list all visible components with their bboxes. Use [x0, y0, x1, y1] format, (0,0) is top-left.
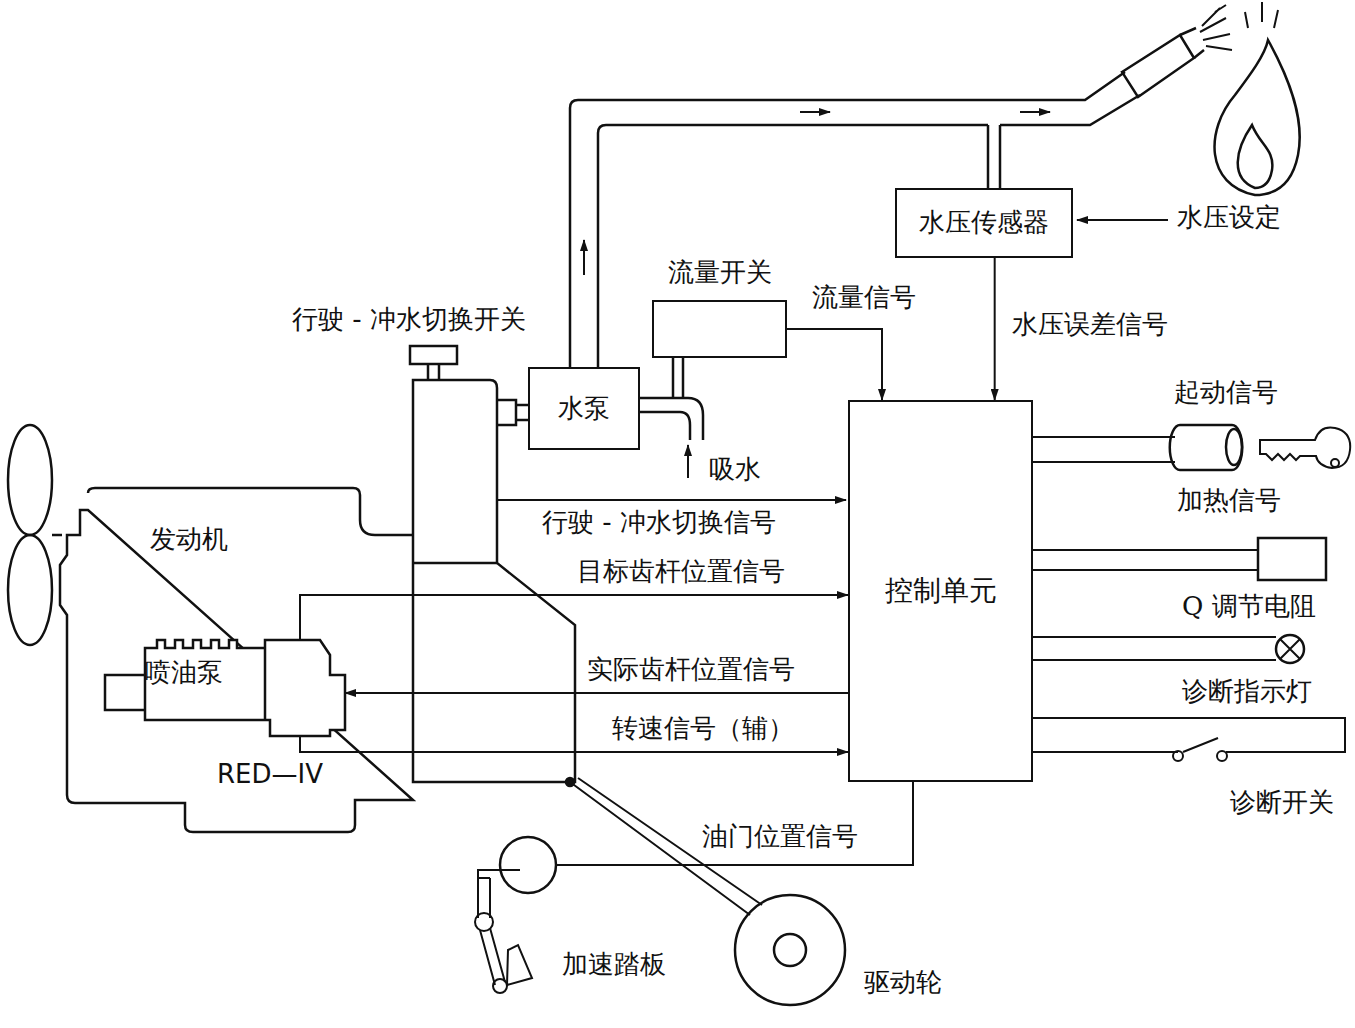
part-label: 行驶 - 冲水切换开关 — [290, 305, 528, 335]
flame — [1215, 40, 1300, 195]
part-label: 加热信号 — [1175, 486, 1283, 516]
flow-arrow — [800, 111, 830, 113]
part-label: Q 调节电阻 — [1180, 592, 1318, 622]
part-label: 水压设定 — [1175, 203, 1283, 233]
flow-arrow — [583, 240, 585, 275]
switch-stem — [428, 364, 439, 380]
part-label: 行驶 - 冲水切换信号 — [540, 508, 778, 538]
node-label: 喷油泵 — [145, 658, 223, 688]
fan-blade — [8, 425, 52, 535]
ignition-switch — [1170, 425, 1242, 470]
lamp-cross — [1280, 639, 1300, 659]
wire — [1033, 718, 1345, 752]
signal-line — [497, 499, 846, 501]
flame-inner — [1238, 125, 1273, 188]
part-label: 诊断开关 — [1228, 788, 1336, 818]
part-label: RED—IV — [215, 760, 325, 790]
pedal-linkage — [478, 870, 520, 918]
flow-switch-box: 流量开关 — [652, 300, 787, 358]
node-label: 水压传感器 — [919, 208, 1049, 238]
signal-connector — [787, 329, 882, 400]
signal-connector — [994, 258, 996, 400]
injection-pump: 喷油泵 — [105, 630, 345, 736]
fan-blade — [8, 535, 52, 645]
switch-contact — [1173, 751, 1183, 761]
wheel-hub — [774, 934, 806, 966]
signal-label: 流量信号 — [810, 283, 918, 313]
part-label: 吸水 — [707, 455, 763, 485]
setpoint-arrow — [1077, 219, 1168, 221]
signal-label: 实际齿杆位置信号 — [585, 655, 797, 685]
injection-pump — [105, 640, 345, 736]
water-pump-box: 水泵 — [528, 367, 640, 450]
pedal-plate — [507, 945, 532, 985]
key-hole — [1331, 459, 1339, 467]
gearbox-joint — [413, 562, 497, 565]
q-resistor — [1258, 538, 1326, 580]
drive-wheel — [735, 895, 845, 1005]
switch-blade — [1183, 738, 1218, 752]
signal-label: 水压误差信号 — [1010, 310, 1170, 340]
signal-label: 转速信号（辅） — [610, 714, 796, 744]
suction-arrow — [687, 445, 689, 478]
injection-pump — [105, 630, 345, 736]
switch-knob — [410, 346, 457, 364]
signal-connector — [300, 595, 848, 641]
spray — [1200, 5, 1232, 50]
suction-pipe — [640, 398, 703, 440]
part-label: 加速踏板 — [560, 950, 668, 980]
sensor-tap — [988, 125, 1000, 188]
flow-arrow — [1020, 111, 1050, 113]
fan-hub — [52, 534, 62, 537]
signal-connector — [345, 692, 848, 694]
nozzle — [1122, 35, 1194, 97]
part-label: 驱动轮 — [862, 968, 944, 998]
part-label: 诊断指示灯 — [1180, 677, 1314, 707]
wire — [1033, 437, 1175, 462]
wire — [1033, 637, 1276, 660]
throttle-line — [556, 782, 913, 865]
engine-outline — [60, 488, 413, 832]
key — [1260, 428, 1350, 469]
node-label: 水泵 — [558, 394, 610, 424]
indicator-lamp — [1276, 635, 1304, 663]
flame-rays — [1245, 2, 1278, 28]
wire — [1033, 550, 1258, 570]
pump-shaft — [497, 400, 528, 425]
shaft-joint — [566, 778, 574, 786]
pedal-pivot — [493, 979, 507, 993]
throttle-pulley — [500, 837, 556, 893]
node-label: 控制单元 — [885, 575, 997, 607]
part-label: 油门位置信号 — [700, 822, 860, 852]
pedal-arm — [480, 928, 505, 985]
pressure-sensor-box: 水压传感器 — [895, 188, 1073, 258]
box-heading: 流量开关 — [668, 258, 772, 288]
part-label: 起动信号 — [1172, 378, 1280, 408]
node-label: 发动机 — [150, 525, 228, 555]
switch-contact — [1217, 751, 1227, 761]
flow-switch-tap — [673, 358, 683, 398]
control-unit-box: 控制单元 — [848, 400, 1033, 782]
signal-label: 目标齿杆位置信号 — [575, 557, 787, 587]
ignition-keyhole — [1226, 429, 1242, 465]
